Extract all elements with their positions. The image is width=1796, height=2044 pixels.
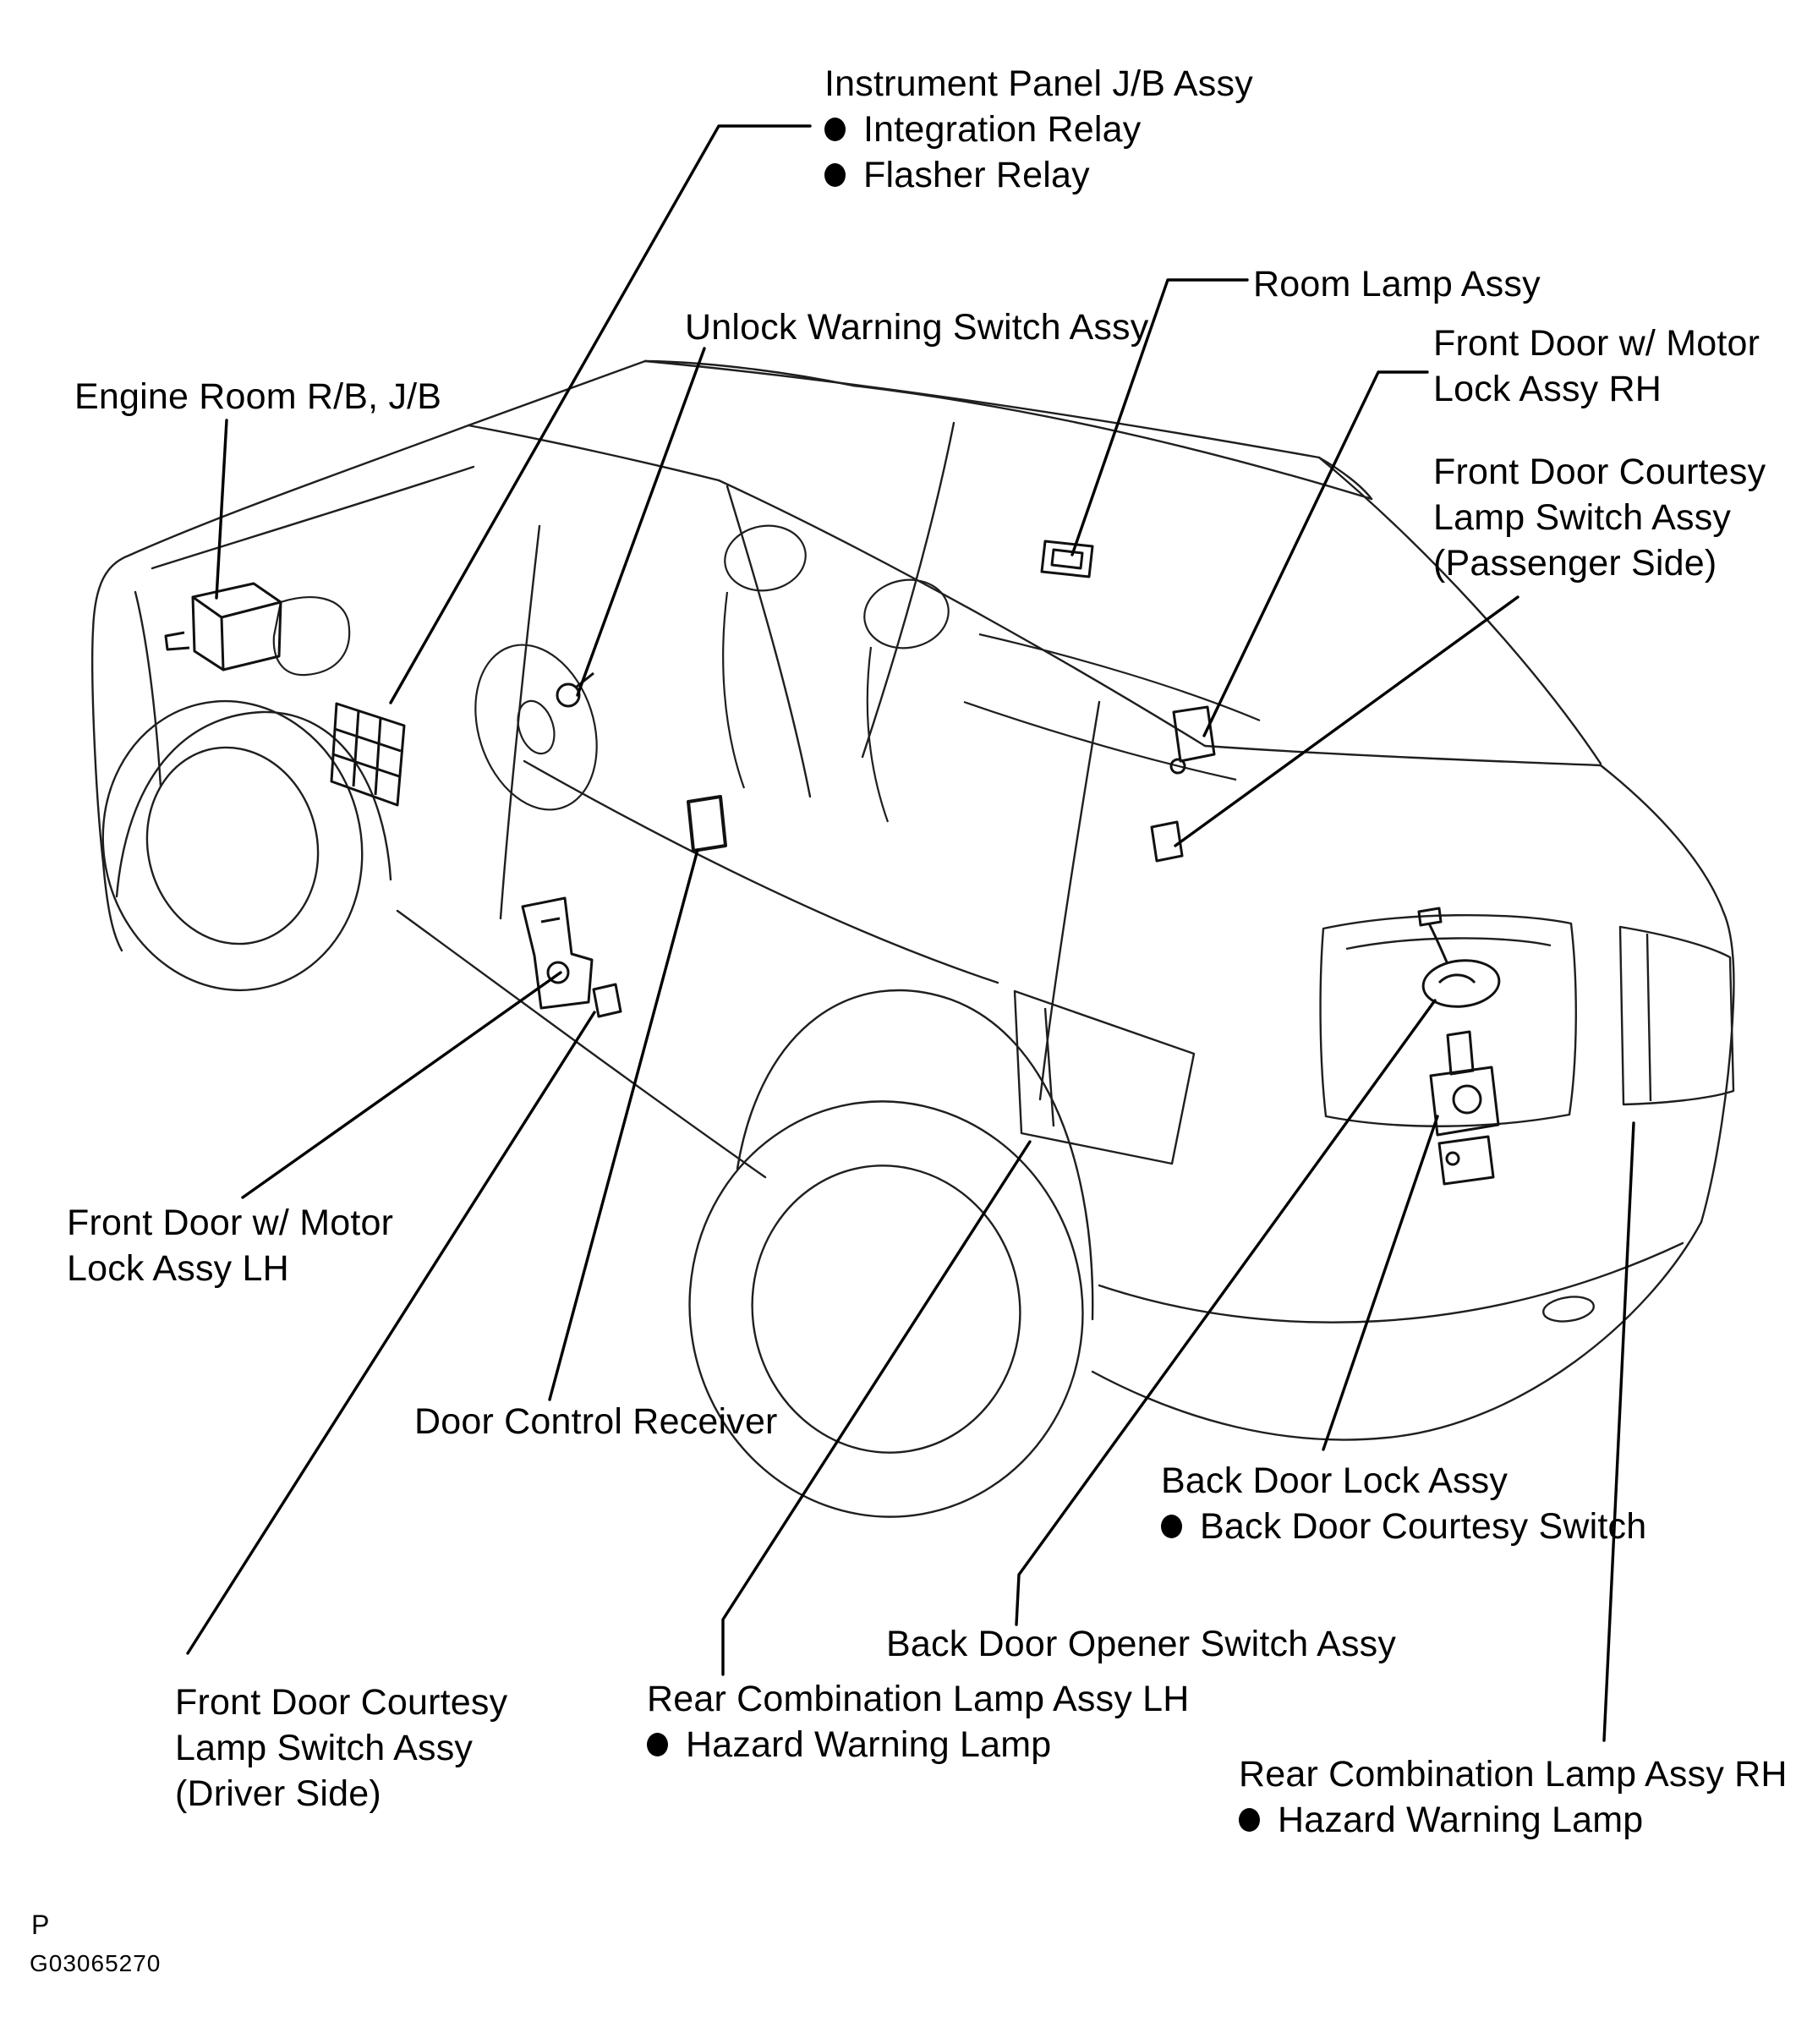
interior-drawing — [272, 524, 1261, 823]
bullet-text: Flasher Relay — [863, 155, 1090, 195]
leader-courtesy-driver — [186, 1011, 596, 1655]
label-front-door-courtesy-driver: Front Door Courtesy Lamp Switch Assy (Dr… — [175, 1680, 507, 1817]
label-title: Back Door Opener Switch Assy — [886, 1624, 1397, 1664]
leader-lines — [186, 124, 1635, 1742]
label-rear-combination-lamp-rh: Rear Combination Lamp Assy RH Hazard War… — [1239, 1751, 1788, 1843]
label-line: Lock Assy RH — [1433, 369, 1662, 409]
label-line: Front Door w/ Motor — [1433, 323, 1760, 364]
rear-details-drawing — [1013, 913, 1735, 1165]
bullet-text: Back Door Courtesy Switch — [1200, 1506, 1647, 1547]
leader-rear-combination-rh — [1602, 1121, 1635, 1742]
label-title: Back Door Lock Assy — [1161, 1460, 1509, 1501]
leader-door-control-receiver — [548, 848, 699, 1401]
front-door-lock-lh-component — [521, 896, 594, 1010]
bullet-item: Hazard Warning Lamp — [1239, 1797, 1788, 1843]
component-glyphs — [164, 540, 1501, 1186]
label-engine-room-rb-jb: Engine Room R/B, J/B — [74, 374, 441, 419]
back-door-lock-component — [1429, 1030, 1500, 1186]
car-body-drawing — [91, 359, 1735, 1441]
tail-lamp-rh-drawing — [1618, 925, 1735, 1106]
bullet-icon — [824, 118, 846, 141]
label-title: Instrument Panel J/B Assy — [824, 63, 1253, 104]
label-back-door-lock: Back Door Lock Assy Back Door Courtesy S… — [1161, 1458, 1646, 1549]
front-door-courtesy-switch-driver-component — [592, 983, 622, 1018]
unlock-warning-switch-component — [556, 671, 594, 708]
label-door-control-receiver: Door Control Receiver — [414, 1399, 778, 1444]
front-door-lock-rh-component — [1169, 705, 1216, 775]
bullet-text: Hazard Warning Lamp — [686, 1724, 1052, 1765]
label-front-door-lock-rh: Front Door w/ Motor Lock Assy RH — [1433, 321, 1760, 412]
leader-courtesy-passenger — [1174, 595, 1519, 847]
bullet-item: Flasher Relay — [824, 152, 1253, 198]
bullet-item: Integration Relay — [824, 107, 1253, 152]
label-title: Engine Room R/B, J/B — [74, 376, 442, 417]
label-line: (Passenger Side) — [1433, 543, 1717, 584]
back-door-opener-switch-component — [1417, 907, 1501, 1008]
leader-engine-room — [215, 419, 228, 600]
bullet-text: Hazard Warning Lamp — [1278, 1800, 1644, 1840]
leader-unlock-warning — [576, 347, 706, 697]
label-front-door-lock-lh: Front Door w/ Motor Lock Assy LH — [67, 1200, 393, 1291]
bullet-icon — [824, 163, 846, 187]
label-instrument-panel-jb: Instrument Panel J/B Assy Integration Re… — [824, 61, 1253, 198]
bullet-item: Back Door Courtesy Switch — [1161, 1504, 1646, 1549]
leader-front-door-lh — [241, 971, 562, 1199]
page-marker: P — [31, 1910, 50, 1940]
label-rear-combination-lamp-lh: Rear Combination Lamp Assy LH Hazard War… — [647, 1676, 1190, 1767]
label-line: Front Door Courtesy — [1433, 452, 1766, 492]
label-line: Lamp Switch Assy — [175, 1728, 474, 1768]
leader-back-door-lock — [1322, 1115, 1439, 1451]
wheels-drawing — [101, 699, 1084, 1518]
label-title: Unlock Warning Switch Assy — [685, 307, 1149, 348]
tail-lamp-lh-drawing — [1013, 989, 1196, 1165]
bullet-icon — [1161, 1515, 1182, 1538]
engine-room-rb-component — [164, 582, 282, 671]
bullet-text: Integration Relay — [863, 109, 1142, 150]
leader-instrument-panel — [389, 124, 812, 704]
label-line: (Driver Side) — [175, 1773, 381, 1814]
label-room-lamp: Room Lamp Assy — [1253, 261, 1541, 307]
bullet-icon — [647, 1733, 668, 1756]
label-line: Front Door w/ Motor — [67, 1203, 394, 1243]
leader-back-door-opener — [1015, 999, 1437, 1626]
label-line: Lamp Switch Assy — [1433, 497, 1732, 538]
label-front-door-courtesy-passenger: Front Door Courtesy Lamp Switch Assy (Pa… — [1433, 449, 1766, 586]
label-title: Room Lamp Assy — [1253, 264, 1541, 304]
side-mirror-drawing — [272, 596, 351, 677]
door-control-receiver-component — [687, 795, 727, 852]
leader-front-door-rh — [1202, 370, 1429, 737]
label-back-door-opener-switch: Back Door Opener Switch Assy — [886, 1621, 1396, 1667]
leader-rear-combination-lh — [721, 1140, 1032, 1676]
leader-room-lamp — [1070, 278, 1249, 556]
label-title: Rear Combination Lamp Assy LH — [647, 1679, 1190, 1719]
label-title: Door Control Receiver — [414, 1401, 778, 1442]
bullet-item: Hazard Warning Lamp — [647, 1722, 1190, 1767]
label-line: Lock Assy LH — [67, 1248, 289, 1289]
figure-id: G03065270 — [30, 1950, 162, 1976]
room-lamp-component — [1040, 540, 1094, 578]
front-door-courtesy-switch-passenger-component — [1150, 820, 1184, 863]
license-garnish-drawing — [1319, 913, 1577, 1127]
label-unlock-warning-switch: Unlock Warning Switch Assy — [685, 304, 1148, 350]
label-title: Rear Combination Lamp Assy RH — [1239, 1754, 1788, 1795]
instrument-panel-jb-component — [330, 702, 406, 807]
bullet-icon — [1239, 1808, 1260, 1832]
label-line: Front Door Courtesy — [175, 1682, 508, 1723]
steering-wheel-drawing — [474, 644, 598, 811]
